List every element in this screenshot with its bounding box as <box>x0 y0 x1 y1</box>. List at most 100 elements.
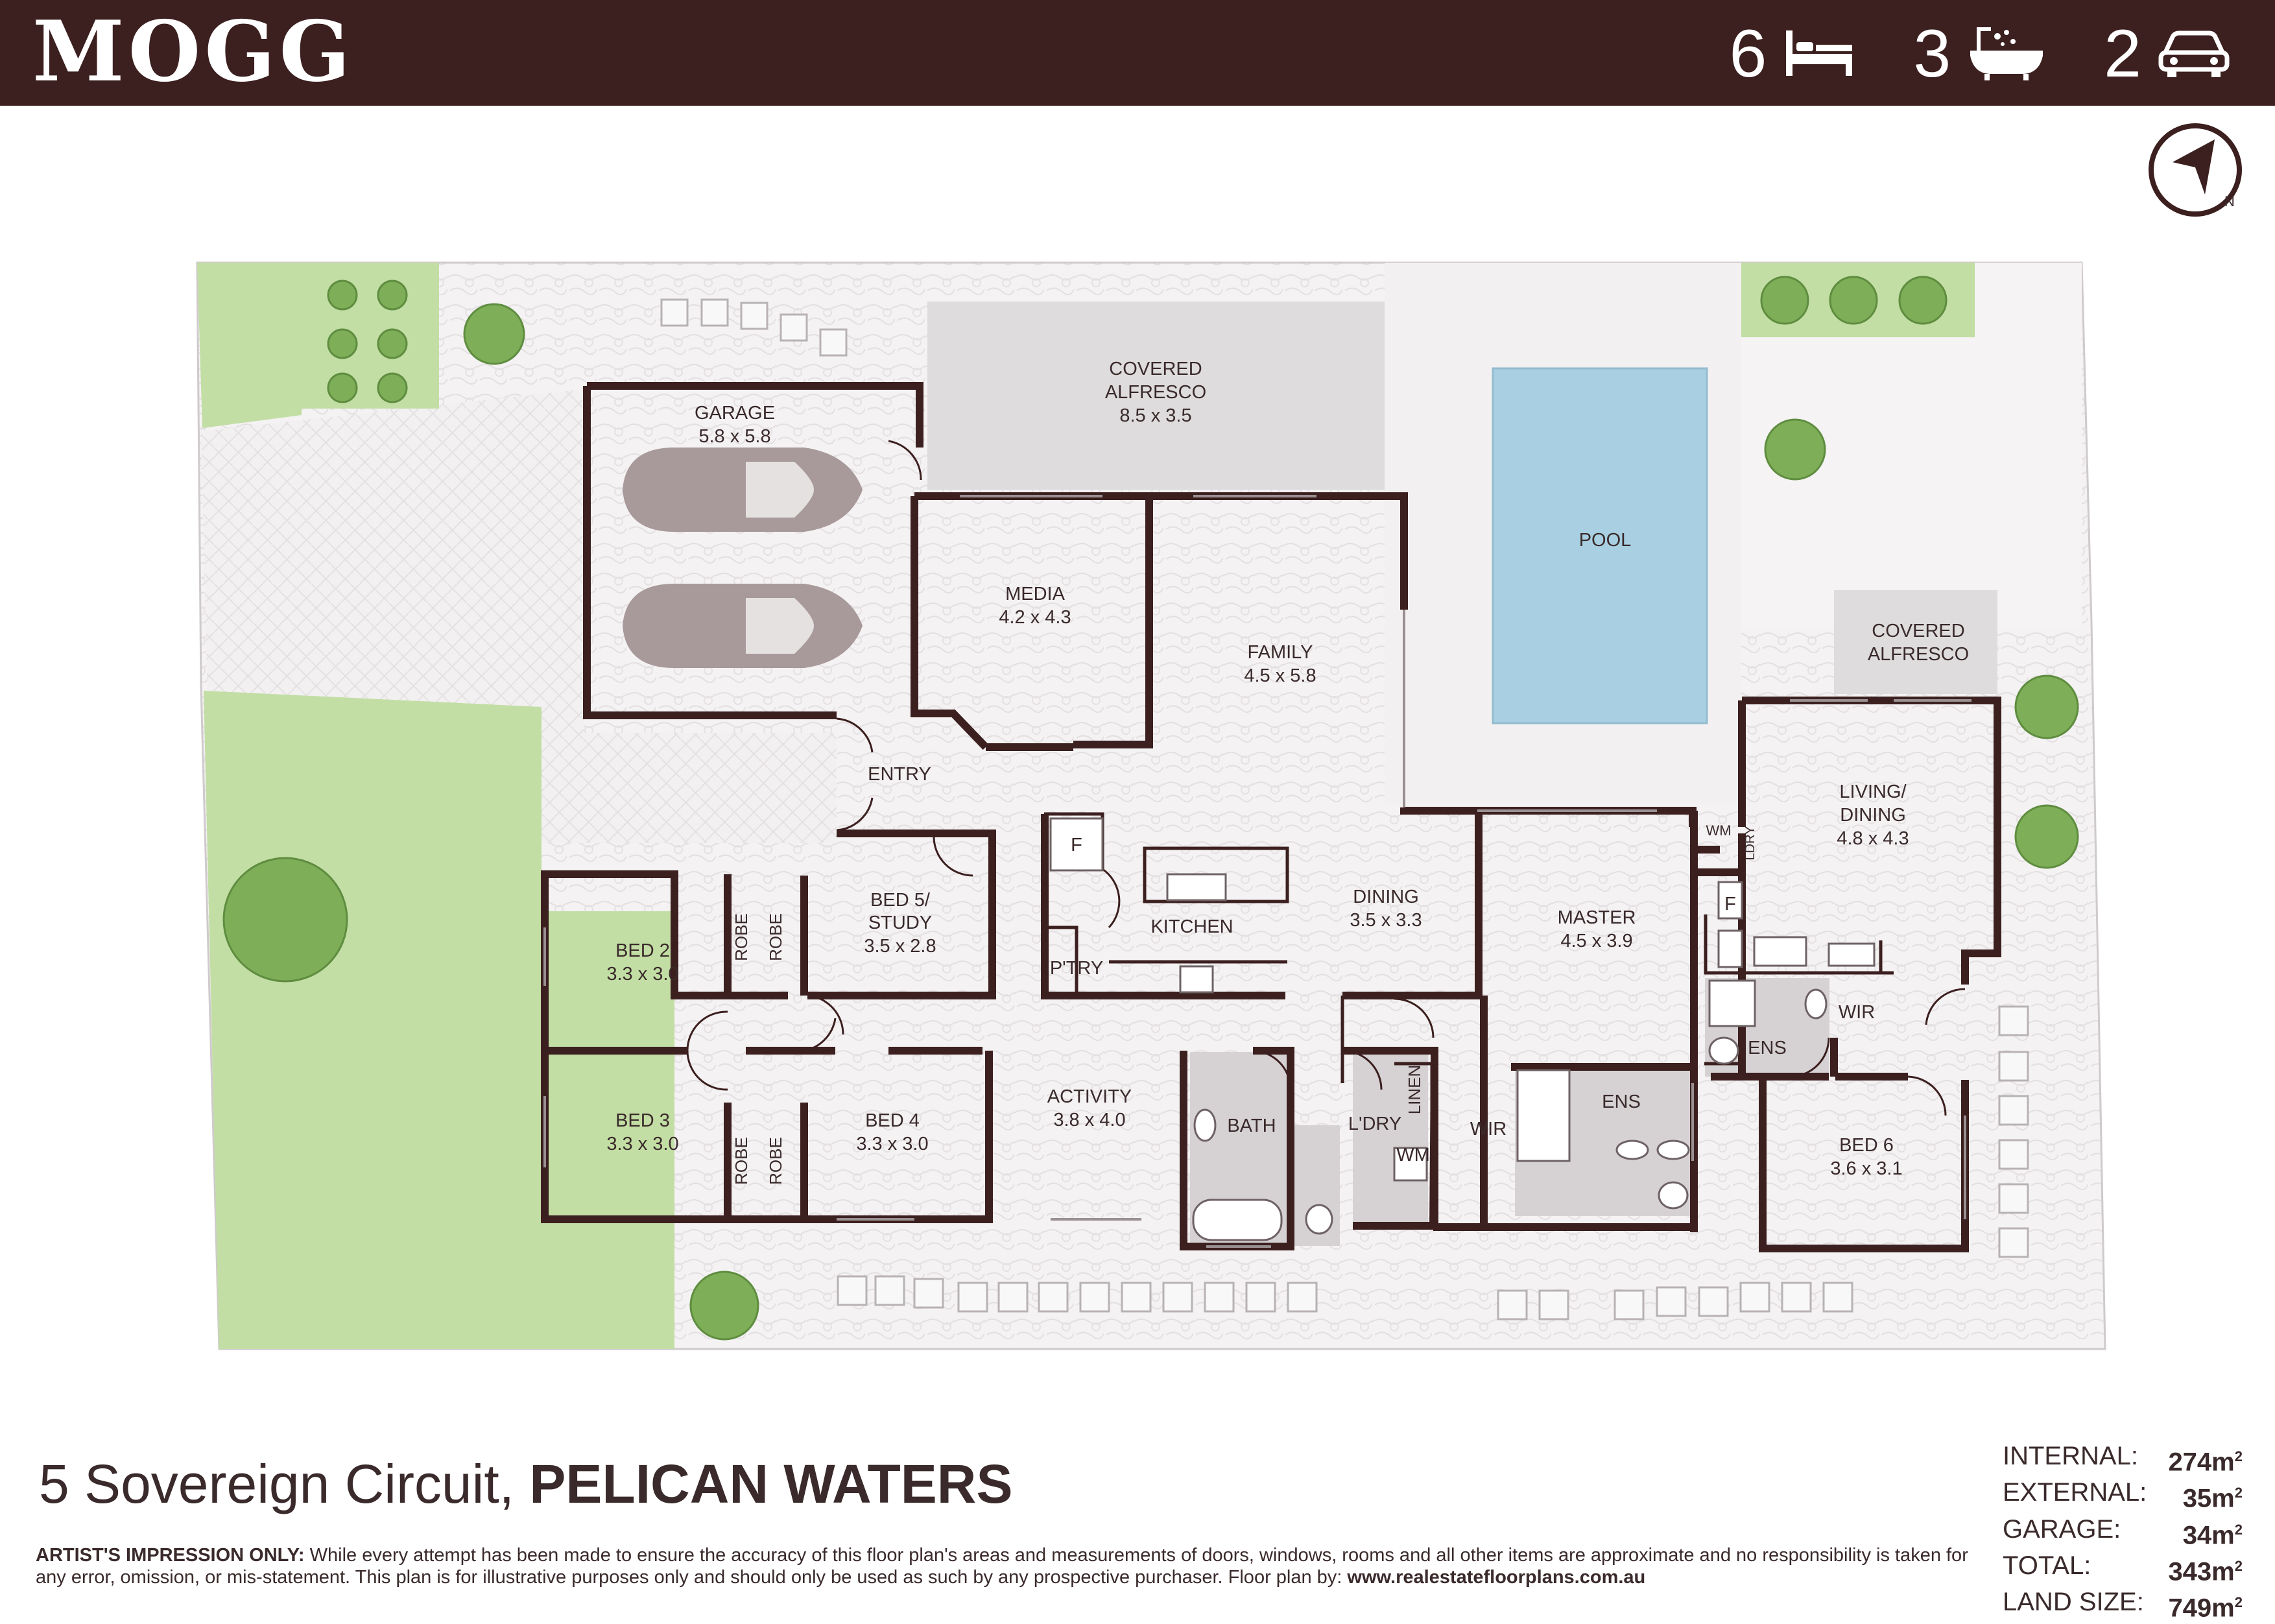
area-unit: 2 <box>2234 1521 2243 1538</box>
bed6-size: 3.6 x 3.1 <box>1830 1158 1902 1179</box>
area-value: 274m <box>2168 1448 2235 1477</box>
bed5-size: 3.5 x 2.8 <box>864 936 936 957</box>
alfresco-size: 8.5 x 3.5 <box>1119 405 1191 426</box>
shrubs <box>222 276 2079 1341</box>
linen-label: LINEN <box>1405 1065 1424 1115</box>
living-label-2: DINING <box>1840 805 1906 826</box>
area-value: 749m <box>2168 1594 2235 1623</box>
bedroom-count: 6 <box>1729 16 1767 91</box>
area-value: 35m <box>2182 1484 2235 1513</box>
laundry-label: L'DRY <box>1348 1114 1401 1134</box>
area-value: 343m <box>2168 1557 2235 1586</box>
wir2-label: WIR <box>1839 1002 1875 1023</box>
stepping-stones <box>660 298 2029 1320</box>
bed5-label-2: STUDY <box>868 913 932 933</box>
area-summary: INTERNAL: 274m2 EXTERNAL: 35m2 GARAGE: 3… <box>2003 1441 2243 1624</box>
master-label: MASTER <box>1558 907 1636 928</box>
car-icon <box>2158 27 2230 81</box>
website-link[interactable]: www.realestatefloorplans.com.au <box>1347 1567 1646 1588</box>
wir-label: WIR <box>1470 1119 1507 1140</box>
ldry-small-label: LDRY <box>1743 826 1757 861</box>
front-lawn <box>197 263 302 428</box>
entry-label: ENTRY <box>868 764 931 785</box>
living-label-1: LIVING/ <box>1839 782 1907 802</box>
area-label: INTERNAL: <box>2003 1442 2138 1470</box>
header-bar: MOGG 6 3 2 <box>0 0 2275 106</box>
interior-lines <box>1044 812 1894 1226</box>
area-label: EXTERNAL: <box>2003 1478 2147 1507</box>
living-size: 4.8 x 4.3 <box>1837 828 1909 849</box>
family-size: 4.5 x 5.8 <box>1244 665 1316 686</box>
windows <box>543 495 1971 1248</box>
disclaimer: ARTIST'S IMPRESSION ONLY: While every at… <box>36 1544 1975 1588</box>
fridge-label-kitchen: F <box>1071 835 1082 855</box>
area-label: LAND SIZE: <box>2003 1588 2144 1617</box>
master-size: 4.5 x 3.9 <box>1560 931 1632 951</box>
bed3-size: 3.3 x 3.0 <box>606 1134 678 1154</box>
suburb: PELICAN WATERS <box>529 1453 1013 1514</box>
bed2-label: BED 2 <box>615 940 670 961</box>
covered-alfresco-main <box>927 302 1385 490</box>
planter-bed <box>302 263 439 409</box>
area-value: 34m <box>2182 1520 2235 1549</box>
area-unit: 2 <box>2234 1594 2243 1611</box>
property-features: 6 3 2 <box>1729 18 2230 90</box>
street-address: 5 Sovereign Circuit, <box>39 1453 514 1514</box>
door-swings <box>686 440 1966 1116</box>
bed-icon <box>1783 27 1855 81</box>
media-label: MEDIA <box>1005 584 1066 604</box>
covered-alfresco-small <box>1834 590 1997 694</box>
robe-label-4: ROBE <box>766 1137 785 1185</box>
side-lawn <box>204 691 674 1349</box>
area-unit: 2 <box>2234 1485 2243 1501</box>
car-icons <box>623 448 863 668</box>
alfresco-label-2: ALFRESCO <box>1105 382 1206 403</box>
fridge-label-living: F <box>1724 894 1736 914</box>
mogg-logo: MOGG <box>32 3 354 101</box>
wm-label-small: WM <box>1706 822 1731 839</box>
area-unit: 2 <box>2234 1448 2243 1464</box>
area-row-land: LAND SIZE: 749m2 <box>2003 1587 2243 1623</box>
bed6-label: BED 6 <box>1839 1135 1894 1156</box>
pantry-label: P'TRY <box>1050 958 1103 979</box>
floor-plan: N GARAGE 5.8 x 5.8 COVERED ALFRESCO 8.5 … <box>196 123 2242 1350</box>
area-row-internal: INTERNAL: 274m2 <box>2003 1441 2243 1477</box>
car-space-count: 2 <box>2104 16 2141 91</box>
bed2-size: 3.3 x 3.0 <box>606 964 678 985</box>
bath-label: BATH <box>1227 1116 1276 1136</box>
bed4-size: 3.3 x 3.0 <box>856 1134 928 1154</box>
wm-label: WM <box>1396 1145 1430 1165</box>
area-label: GARAGE: <box>2003 1514 2121 1544</box>
bed3-label: BED 3 <box>615 1110 670 1131</box>
activity-size: 3.8 x 4.0 <box>1053 1110 1125 1130</box>
bathtub-icon <box>1968 23 2045 84</box>
area-label: TOTAL: <box>2003 1551 2091 1580</box>
garage-size: 5.8 x 5.8 <box>698 426 770 447</box>
garage-label: GARAGE <box>695 403 775 424</box>
disclaimer-text: While every attempt has been made to ens… <box>36 1545 1968 1588</box>
robe-label-1: ROBE <box>732 913 751 961</box>
alfresco-label-1: COVERED <box>1109 359 1202 379</box>
robe-label-3: ROBE <box>732 1137 751 1185</box>
pool <box>1492 367 1708 724</box>
bed4-label: BED 4 <box>865 1110 920 1131</box>
dining-label: DINING <box>1353 887 1419 907</box>
alfresco2-label-2: ALFRESCO <box>1868 644 1969 665</box>
family-label: FAMILY <box>1248 642 1313 663</box>
driveway <box>201 389 837 843</box>
activity-label: ACTIVITY <box>1047 1086 1132 1107</box>
alfresco2-label-1: COVERED <box>1872 621 1964 641</box>
bathroom-count: 3 <box>1913 16 1951 91</box>
fixtures <box>1049 817 1876 1241</box>
media-size: 4.2 x 4.3 <box>999 607 1071 628</box>
area-row-external: EXTERNAL: 35m2 <box>2003 1477 2243 1514</box>
ens-label: ENS <box>1602 1092 1641 1112</box>
compass-north-label: N <box>2224 193 2235 209</box>
north-compass-icon: N <box>2149 123 2242 217</box>
property-address: 5 Sovereign Circuit, PELICAN WATERS <box>39 1453 1012 1516</box>
robe-label-2: ROBE <box>766 913 785 961</box>
disclaimer-lead: ARTIST'S IMPRESSION ONLY: <box>36 1545 305 1566</box>
bed5-label-1: BED 5/ <box>870 890 931 911</box>
area-row-total: TOTAL: 343m2 <box>2003 1551 2243 1587</box>
ens2-label: ENS <box>1748 1038 1787 1058</box>
